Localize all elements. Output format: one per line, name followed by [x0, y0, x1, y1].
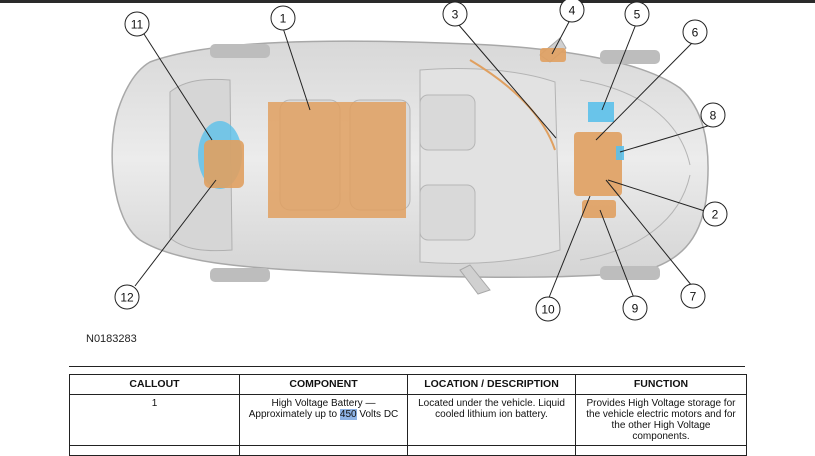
svg-text:12: 12: [120, 291, 134, 305]
cell-function: Provides High Voltage storage for the ve…: [576, 395, 747, 446]
svg-text:9: 9: [632, 302, 639, 316]
table-top-rule: [69, 366, 745, 367]
vehicle-diagram: 1 2 3 4 5 6 7 8 9 10 11 12: [0, 0, 815, 330]
callout-6: 6: [683, 20, 707, 44]
component-table: CALLOUT COMPONENT LOCATION / DESCRIPTION…: [69, 374, 747, 456]
svg-text:10: 10: [541, 303, 555, 317]
table-header-row: CALLOUT COMPONENT LOCATION / DESCRIPTION…: [70, 375, 747, 395]
svg-text:6: 6: [692, 26, 699, 40]
callout-3: 3: [443, 2, 467, 26]
cell-component: High Voltage Battery — Approximately up …: [240, 395, 408, 446]
callout-11: 11: [125, 12, 149, 36]
callout-7: 7: [681, 284, 705, 308]
search-highlight: 450: [340, 409, 357, 420]
small-blue-component: [616, 146, 624, 160]
svg-text:8: 8: [710, 109, 717, 123]
callout-2: 2: [703, 202, 727, 226]
svg-text:7: 7: [690, 290, 697, 304]
svg-text:5: 5: [634, 8, 641, 22]
callout-5: 5: [625, 2, 649, 26]
svg-text:3: 3: [452, 8, 459, 22]
hv-battery: [268, 102, 406, 218]
front-upper-component: [540, 48, 566, 62]
callout-8: 8: [701, 103, 725, 127]
header-function: FUNCTION: [576, 375, 747, 395]
svg-text:1: 1: [280, 12, 287, 26]
callout-10: 10: [536, 297, 560, 321]
callout-1: 1: [271, 6, 295, 30]
svg-text:11: 11: [131, 18, 144, 32]
callout-12: 12: [115, 285, 139, 309]
front-cooling-component: [588, 102, 614, 122]
front-drive-unit: [574, 132, 622, 196]
cell-location: Located under the vehicle. Liquid cooled…: [408, 395, 576, 446]
figure-id: N0183283: [86, 333, 137, 345]
cell-callout: 1: [70, 395, 240, 446]
callout-4: 4: [560, 0, 584, 22]
callout-9: 9: [623, 296, 647, 320]
header-component: COMPONENT: [240, 375, 408, 395]
svg-text:4: 4: [569, 4, 576, 18]
svg-text:2: 2: [712, 208, 719, 222]
header-callout: CALLOUT: [70, 375, 240, 395]
table-row: 1 High Voltage Battery — Approximately u…: [70, 395, 747, 446]
header-location: LOCATION / DESCRIPTION: [408, 375, 576, 395]
rear-drive-unit: [204, 140, 244, 188]
